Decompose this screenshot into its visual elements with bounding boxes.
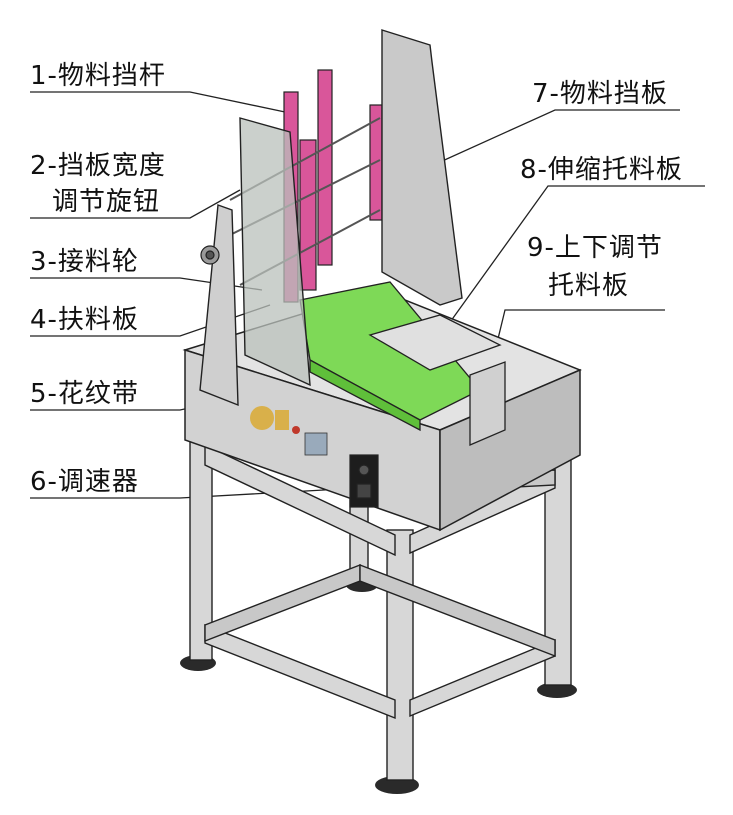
label-width-knob-line2: 调节旋钮 [52,187,161,217]
speed-controller-box [349,454,379,508]
label-height-tray-line2: 托料板 [548,271,630,301]
label-telescopic-tray: 8-伸缩托料板 [520,155,683,185]
label-material-baffle: 7-物料挡板 [532,79,668,109]
leader-lines [30,91,705,499]
label-receiving-wheel: 3-接料轮 [30,247,139,277]
label-width-knob-line1: 2-挡板宽度 [30,151,166,181]
label-material-stop-rod: 1-物料挡杆 [30,61,166,91]
side-plates [199,29,463,407]
green-belt [299,281,482,432]
frame [189,419,572,781]
label-height-tray-line1: 9-上下调节 [527,233,663,263]
label-speed-controller: 6-调速器 [30,467,139,497]
width-knob [200,245,220,265]
telescopic-plate [368,314,506,446]
feet [180,578,577,794]
label-patterned-belt: 5-花纹带 [30,379,139,409]
logo-mark [250,406,328,456]
label-support-plate: 4-扶料板 [30,305,139,335]
